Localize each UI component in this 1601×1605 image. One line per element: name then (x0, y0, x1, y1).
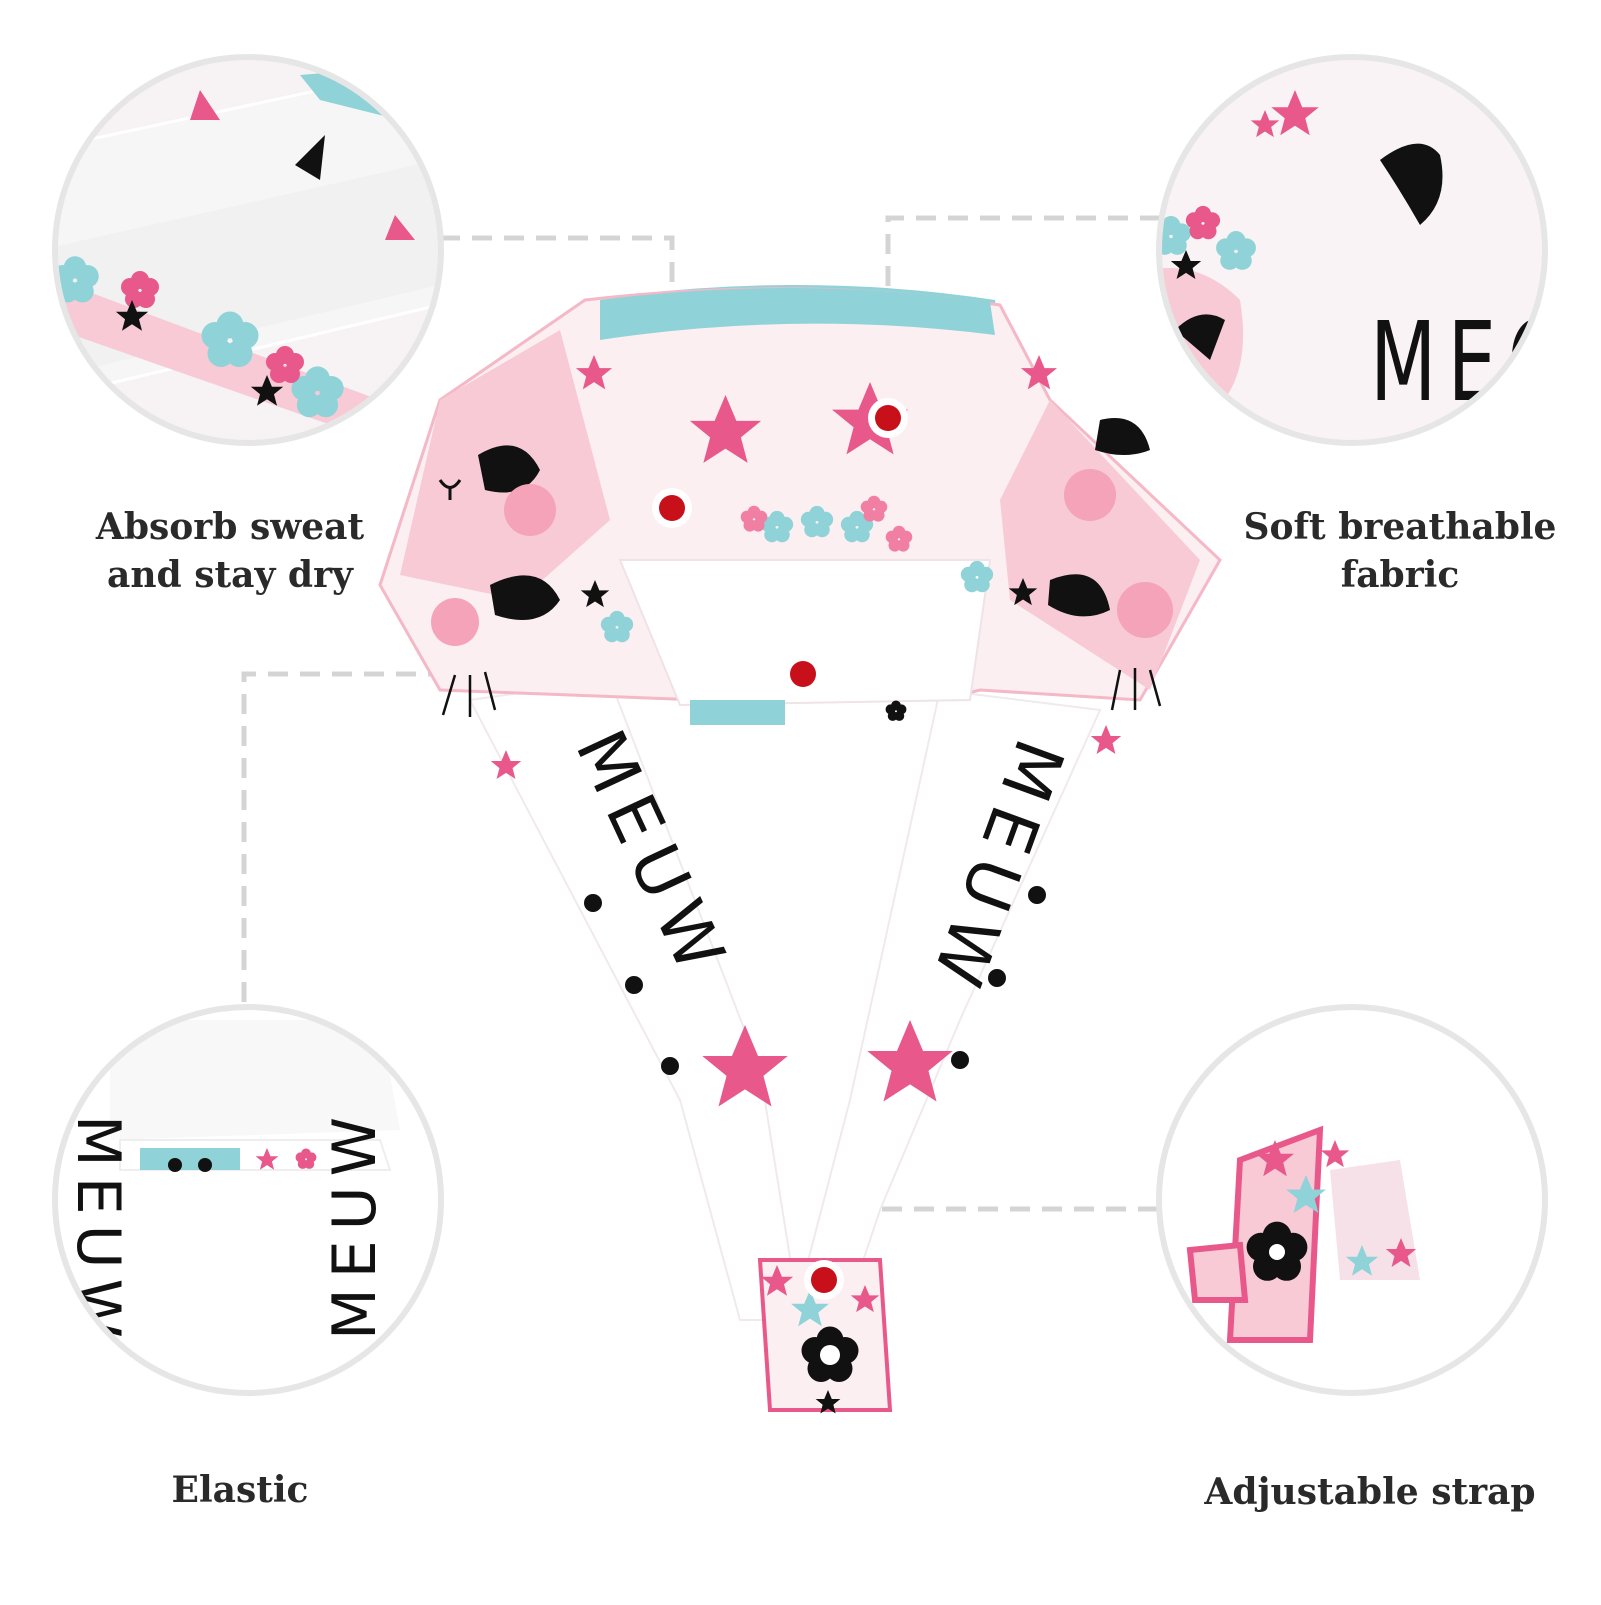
detail-circle-strap (1156, 1004, 1548, 1396)
leader-line-top-left (440, 235, 675, 498)
callout-markers (652, 398, 908, 1300)
feature-label-absorb-sweat: Absorb sweat and stay dry (60, 503, 400, 599)
strap-buckle (757, 1258, 893, 1414)
feature-label-elastic-text: Elastic (171, 1469, 309, 1511)
leader-line-bottom-left (241, 671, 800, 1005)
scrub-cap: MEUW MEUW (378, 285, 1222, 1414)
feature-label-adjustable-strap-text: Adjustable strap (1204, 1471, 1536, 1513)
marker-strap (804, 1260, 844, 1300)
elastic-text-right: MEUW (320, 1107, 390, 1340)
detail-circle-sweatband (52, 54, 444, 446)
marker-top-right (868, 398, 908, 438)
fabric-print-text: MEO (1370, 299, 1579, 426)
cat-face-left (431, 445, 560, 717)
feature-label-breathable-fabric-line1: Soft breathable (1243, 506, 1557, 548)
feature-label-elastic: Elastic (140, 1466, 340, 1514)
detail-circle-elastic: MEUW MEUW (52, 1004, 444, 1396)
marker-elastic (783, 654, 823, 694)
feature-label-absorb-sweat-line1: Absorb sweat (95, 506, 365, 548)
leader-line-top-right (885, 215, 1160, 418)
feature-label-absorb-sweat-line2: and stay dry (107, 554, 353, 596)
cat-face-right (1048, 418, 1173, 711)
feature-label-adjustable-strap: Adjustable strap (1190, 1468, 1550, 1516)
feature-label-breathable-fabric-line2: fabric (1340, 554, 1460, 596)
feature-label-breathable-fabric: Soft breathable fabric (1220, 503, 1580, 599)
elastic-text-left: MEUW (63, 1115, 133, 1348)
detail-circle-fabric: MEO (1156, 54, 1579, 446)
marker-top-left (652, 488, 692, 528)
